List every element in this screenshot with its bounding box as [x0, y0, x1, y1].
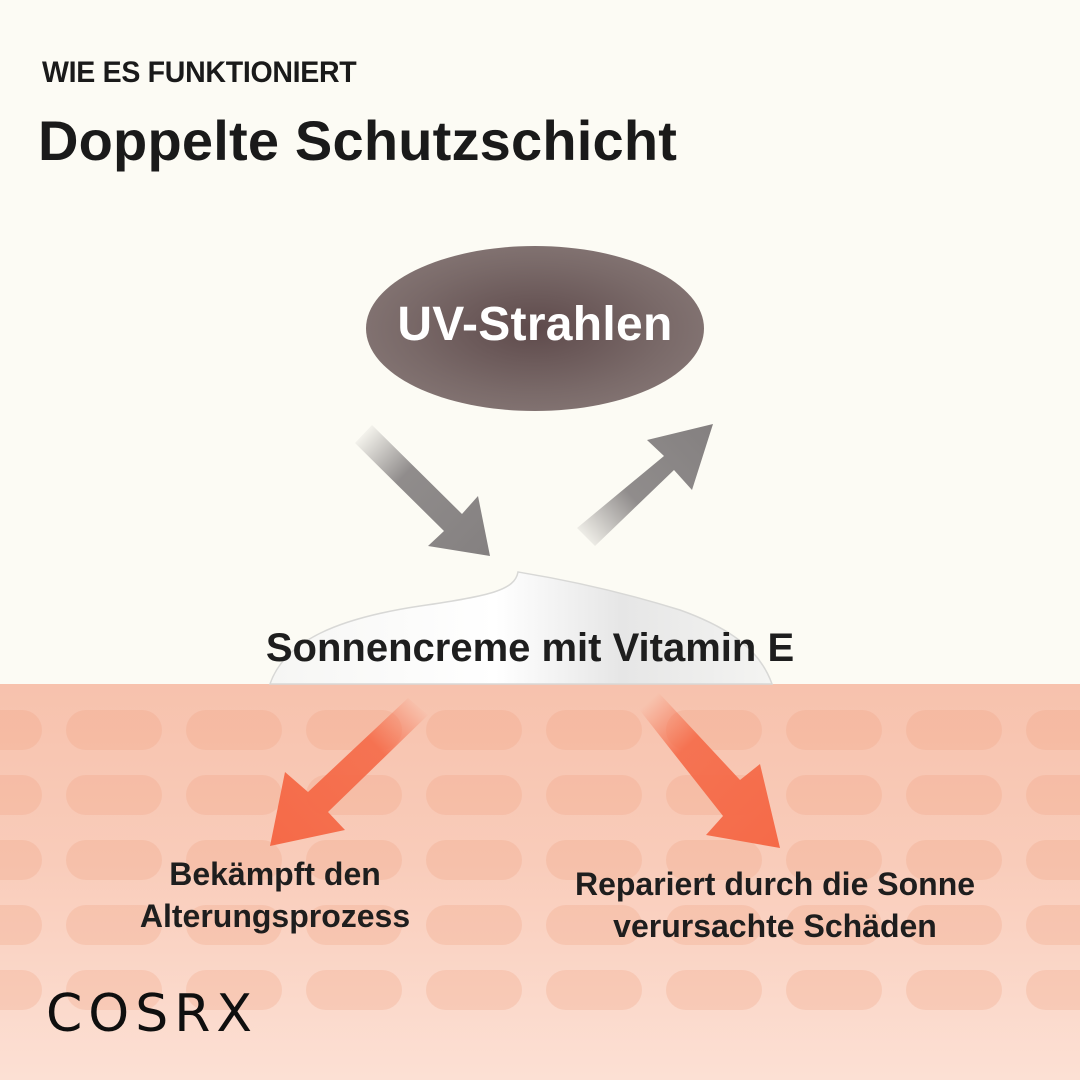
skin-cell — [786, 905, 882, 945]
arrow-down-right-icon — [355, 425, 490, 556]
skin-cell — [426, 905, 522, 945]
skin-cell — [1026, 710, 1080, 750]
skin-cell — [66, 710, 162, 750]
skin-cell — [546, 840, 642, 880]
skin-cell — [66, 970, 162, 1010]
skin-cell — [546, 970, 642, 1010]
skin-cell — [66, 775, 162, 815]
skin-cell — [426, 775, 522, 815]
skin-cell — [546, 905, 642, 945]
effect-anti-aging-line1: Bekämpft den — [169, 856, 381, 892]
cream-swirl-icon — [268, 571, 774, 685]
skin-cell — [786, 775, 882, 815]
skin-cell — [786, 970, 882, 1010]
skin-cell — [306, 840, 402, 880]
effect-anti-aging: Bekämpft den Alterungsprozess — [100, 853, 450, 937]
skin-cell — [186, 970, 282, 1010]
arrow-down-right-icon — [638, 692, 780, 848]
skin-cell — [906, 710, 1002, 750]
skin-layer — [0, 684, 1080, 1080]
skin-cell — [66, 840, 162, 880]
skin-cell — [1026, 840, 1080, 880]
skin-cell — [186, 905, 282, 945]
skin-cell — [0, 840, 42, 880]
effect-sun-damage-repair: Repariert durch die Sonne verursachte Sc… — [530, 863, 1020, 947]
skin-cell — [0, 905, 42, 945]
skin-cell — [1026, 970, 1080, 1010]
skin-cell — [546, 710, 642, 750]
sunscreen-label: Sonnencreme mit Vitamin E — [0, 626, 1080, 671]
skin-cell — [306, 970, 402, 1010]
skin-cell — [66, 905, 162, 945]
effect-sun-damage-line2: verursachte Schäden — [613, 908, 937, 944]
skin-cell — [1026, 775, 1080, 815]
uv-rays-label: UV-Strahlen — [397, 298, 673, 351]
sunscreen-label-text: Sonnencreme mit Vitamin E — [265, 626, 795, 670]
skin-cell — [786, 710, 882, 750]
effect-anti-aging-line2: Alterungsprozess — [139, 898, 411, 934]
arrow-down-left-icon — [270, 698, 428, 846]
skin-cell — [0, 775, 42, 815]
arrow-up-right-icon — [577, 424, 713, 546]
skin-cell — [186, 840, 282, 880]
skin-cell — [1026, 905, 1080, 945]
uv-rays-oval: UV-Strahlen — [366, 246, 704, 411]
skin-cell — [0, 970, 42, 1010]
skin-cell — [906, 775, 1002, 815]
page-title: Doppelte Schutzschicht — [38, 109, 678, 172]
skin-cell — [906, 905, 1002, 945]
skin-cell — [186, 710, 282, 750]
skin-cell — [906, 840, 1002, 880]
skin-cell — [426, 710, 522, 750]
skin-cell — [666, 905, 762, 945]
skin-cell — [426, 840, 522, 880]
skin-cell — [0, 710, 42, 750]
skin-cell — [906, 970, 1002, 1010]
brand-logo: COSRX — [46, 984, 258, 1044]
skin-cell — [786, 840, 882, 880]
skin-cell — [546, 775, 642, 815]
skin-cell — [426, 970, 522, 1010]
skin-cell — [666, 970, 762, 1010]
skin-cell — [666, 840, 762, 880]
effect-sun-damage-line1: Repariert durch die Sonne — [574, 866, 976, 902]
eyebrow-heading: WIE ES FUNKTIONIERT — [42, 56, 357, 89]
skin-cell — [306, 905, 402, 945]
skin-cell — [186, 775, 282, 815]
